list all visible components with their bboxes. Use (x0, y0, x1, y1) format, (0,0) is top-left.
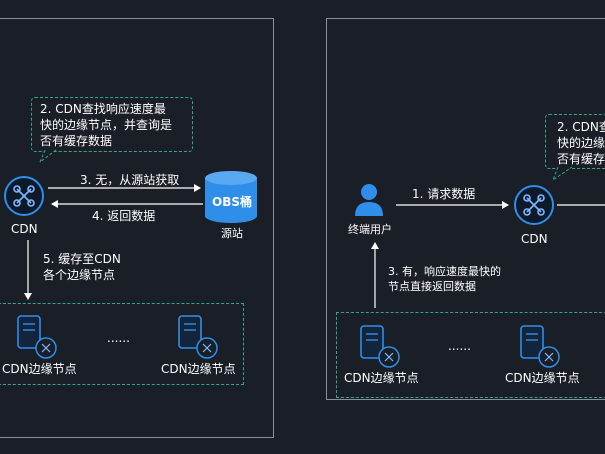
right-ellipsis: ...... (448, 339, 471, 353)
right-callout-pointer (551, 166, 573, 182)
step5-line-1: 5. 缓存至CDN (43, 252, 121, 266)
user-icon (355, 184, 383, 216)
right-callout-line-1: 2. CDN查 (557, 120, 605, 134)
right-edge-node-2-icon (520, 325, 560, 368)
step4-label: 4. 返回数据 (92, 209, 156, 223)
left-edge-node-1-icon (17, 315, 57, 359)
right-callout-line-3: 否有缓存 (557, 152, 605, 166)
step5-line-2: 各个边缘节点 (43, 268, 116, 282)
right-step3-line-1: 3. 有，响应速度最快的 (388, 265, 501, 278)
left-callout-pointer (38, 149, 57, 164)
step3-label: 3. 无，从源站获取 (80, 173, 180, 187)
right-callout-box (545, 114, 605, 169)
right-cdn-label: CDN (521, 232, 548, 246)
user-label: 终端用户 (348, 223, 392, 236)
right-step3-line-2: 节点直接返回数据 (388, 280, 476, 293)
left-cdn-label: CDN (11, 222, 38, 236)
left-callout-line-2: 快的边缘节点，并查询是 (40, 118, 173, 132)
left-edge-node-2-icon (178, 315, 218, 359)
step5-label: 5. 缓存至CDN 各个边缘节点 (43, 251, 121, 283)
left-panel (0, 18, 274, 438)
obs-bucket-icon (205, 171, 257, 223)
right-callout-line-2: 快的边缘 (557, 136, 605, 150)
right-edge-node-1-icon (360, 325, 400, 368)
right-edge-node-1-label: CDN边缘节点 (344, 371, 419, 385)
right-edge-node-2-label: CDN边缘节点 (505, 371, 580, 385)
left-edge-node-2-label: CDN边缘节点 (161, 362, 236, 376)
right-step3-label: 3. 有，响应速度最快的 节点直接返回数据 (388, 264, 501, 294)
right-cdn-icon (514, 185, 554, 225)
source-label: 源站 (221, 227, 243, 240)
left-ellipsis: ...... (107, 331, 130, 345)
right-callout-text: 2. CDN查 快的边缘 否有缓存 (557, 119, 605, 167)
left-cdn-icon (4, 176, 44, 216)
right-panel (326, 18, 605, 400)
left-callout-box (31, 97, 193, 152)
left-edge-node-1-label: CDN边缘节点 (2, 362, 77, 376)
left-callout-line-1: 2. CDN查找响应速度最 (40, 102, 166, 116)
right-edge-group (336, 312, 605, 398)
step1-label: 1. 请求数据 (412, 187, 476, 201)
left-edge-group (0, 303, 244, 385)
obs-label: OBS桶 (212, 195, 252, 209)
left-callout-text: 2. CDN查找响应速度最 快的边缘节点，并查询是 否有缓存数据 (40, 101, 172, 149)
left-callout-line-3: 否有缓存数据 (40, 134, 113, 148)
